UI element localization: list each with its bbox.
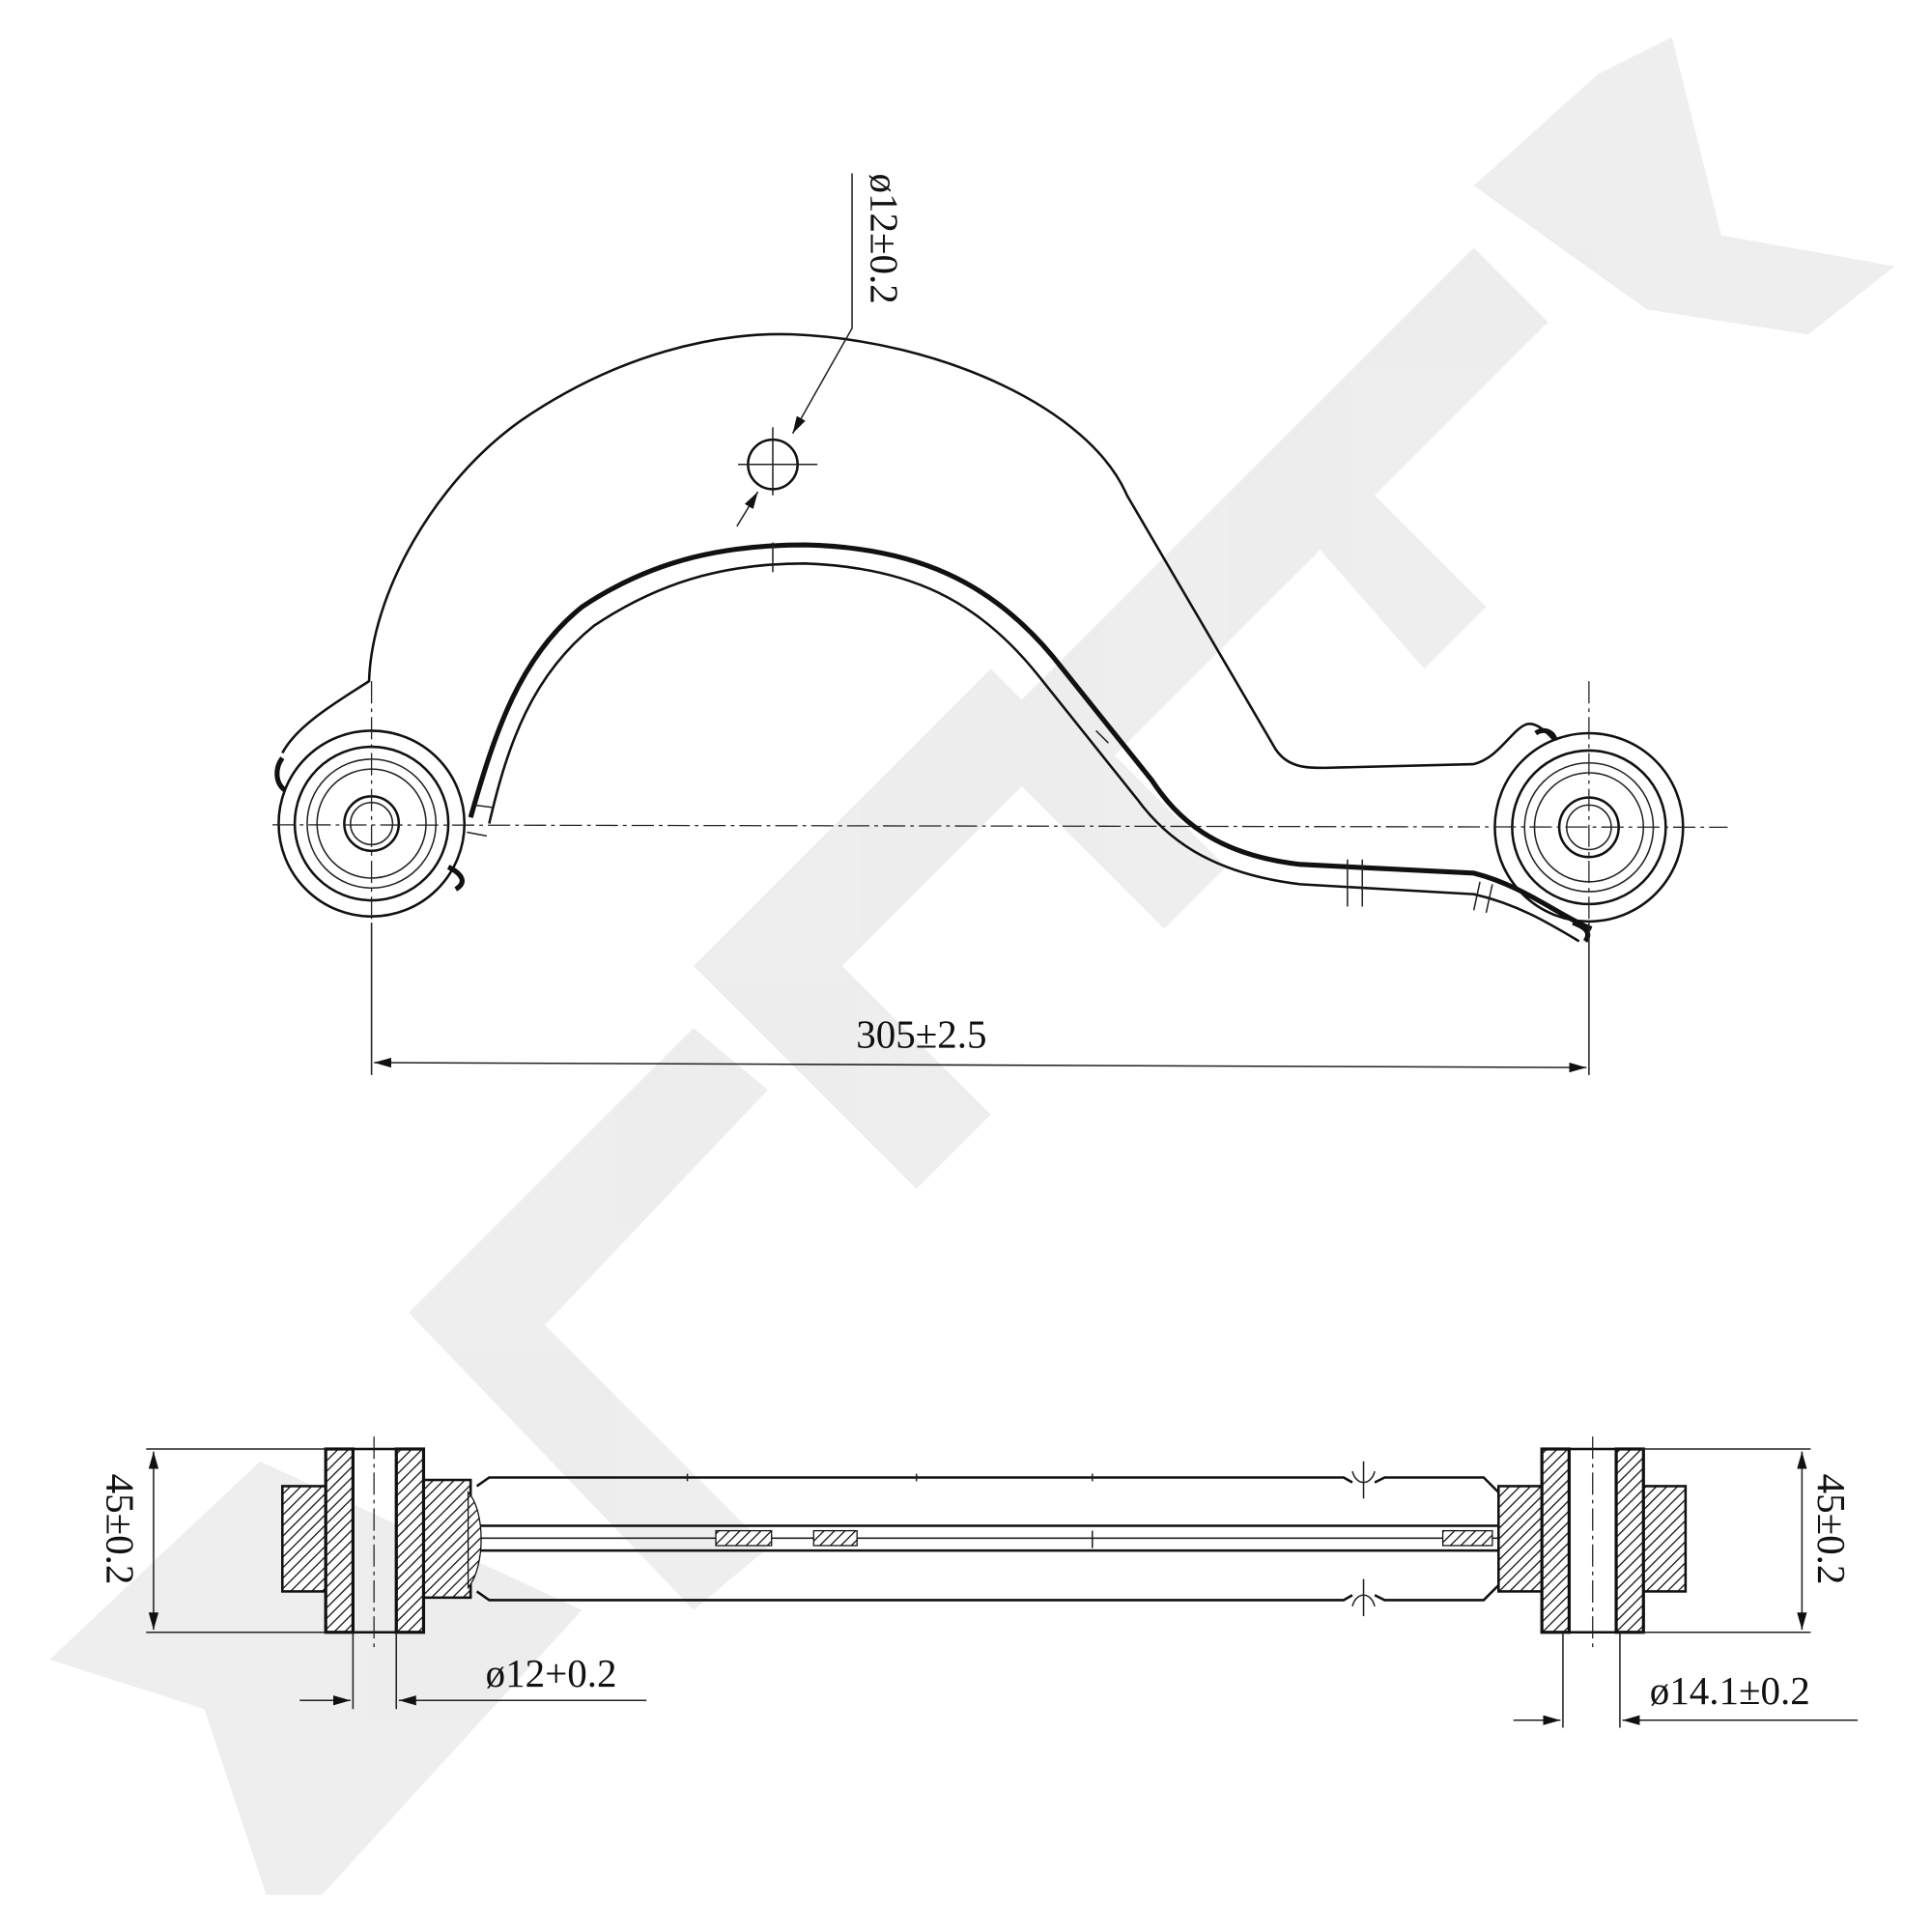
right-bore-label: ø14.1±0.2 bbox=[1650, 1668, 1810, 1713]
arm-outer-outline bbox=[281, 332, 1555, 770]
centerline bbox=[272, 824, 1728, 829]
left-bushing-top bbox=[274, 729, 467, 919]
right-bushing-side bbox=[1497, 1436, 1688, 1648]
arm-web-inner bbox=[488, 562, 1580, 943]
hole-diameter-label: ø12±0.2 bbox=[862, 173, 906, 303]
left-bushing-side bbox=[281, 1436, 482, 1648]
left-bore-label: ø12+0.2 bbox=[486, 1651, 617, 1695]
top-view: ø12±0.2 305±2.5 bbox=[272, 173, 1728, 1075]
center-distance-label: 305±2.5 bbox=[856, 1012, 986, 1057]
right-width-label: 45±0.2 bbox=[1809, 1474, 1854, 1585]
left-width-label: 45±0.2 bbox=[98, 1474, 142, 1585]
arm-web-outer bbox=[468, 542, 1593, 931]
side-view: 45±0.2 45±0.2 ø12+0.2 ø14.1±0.2 bbox=[98, 1436, 1859, 1728]
tube-bottom bbox=[475, 1584, 1500, 1602]
